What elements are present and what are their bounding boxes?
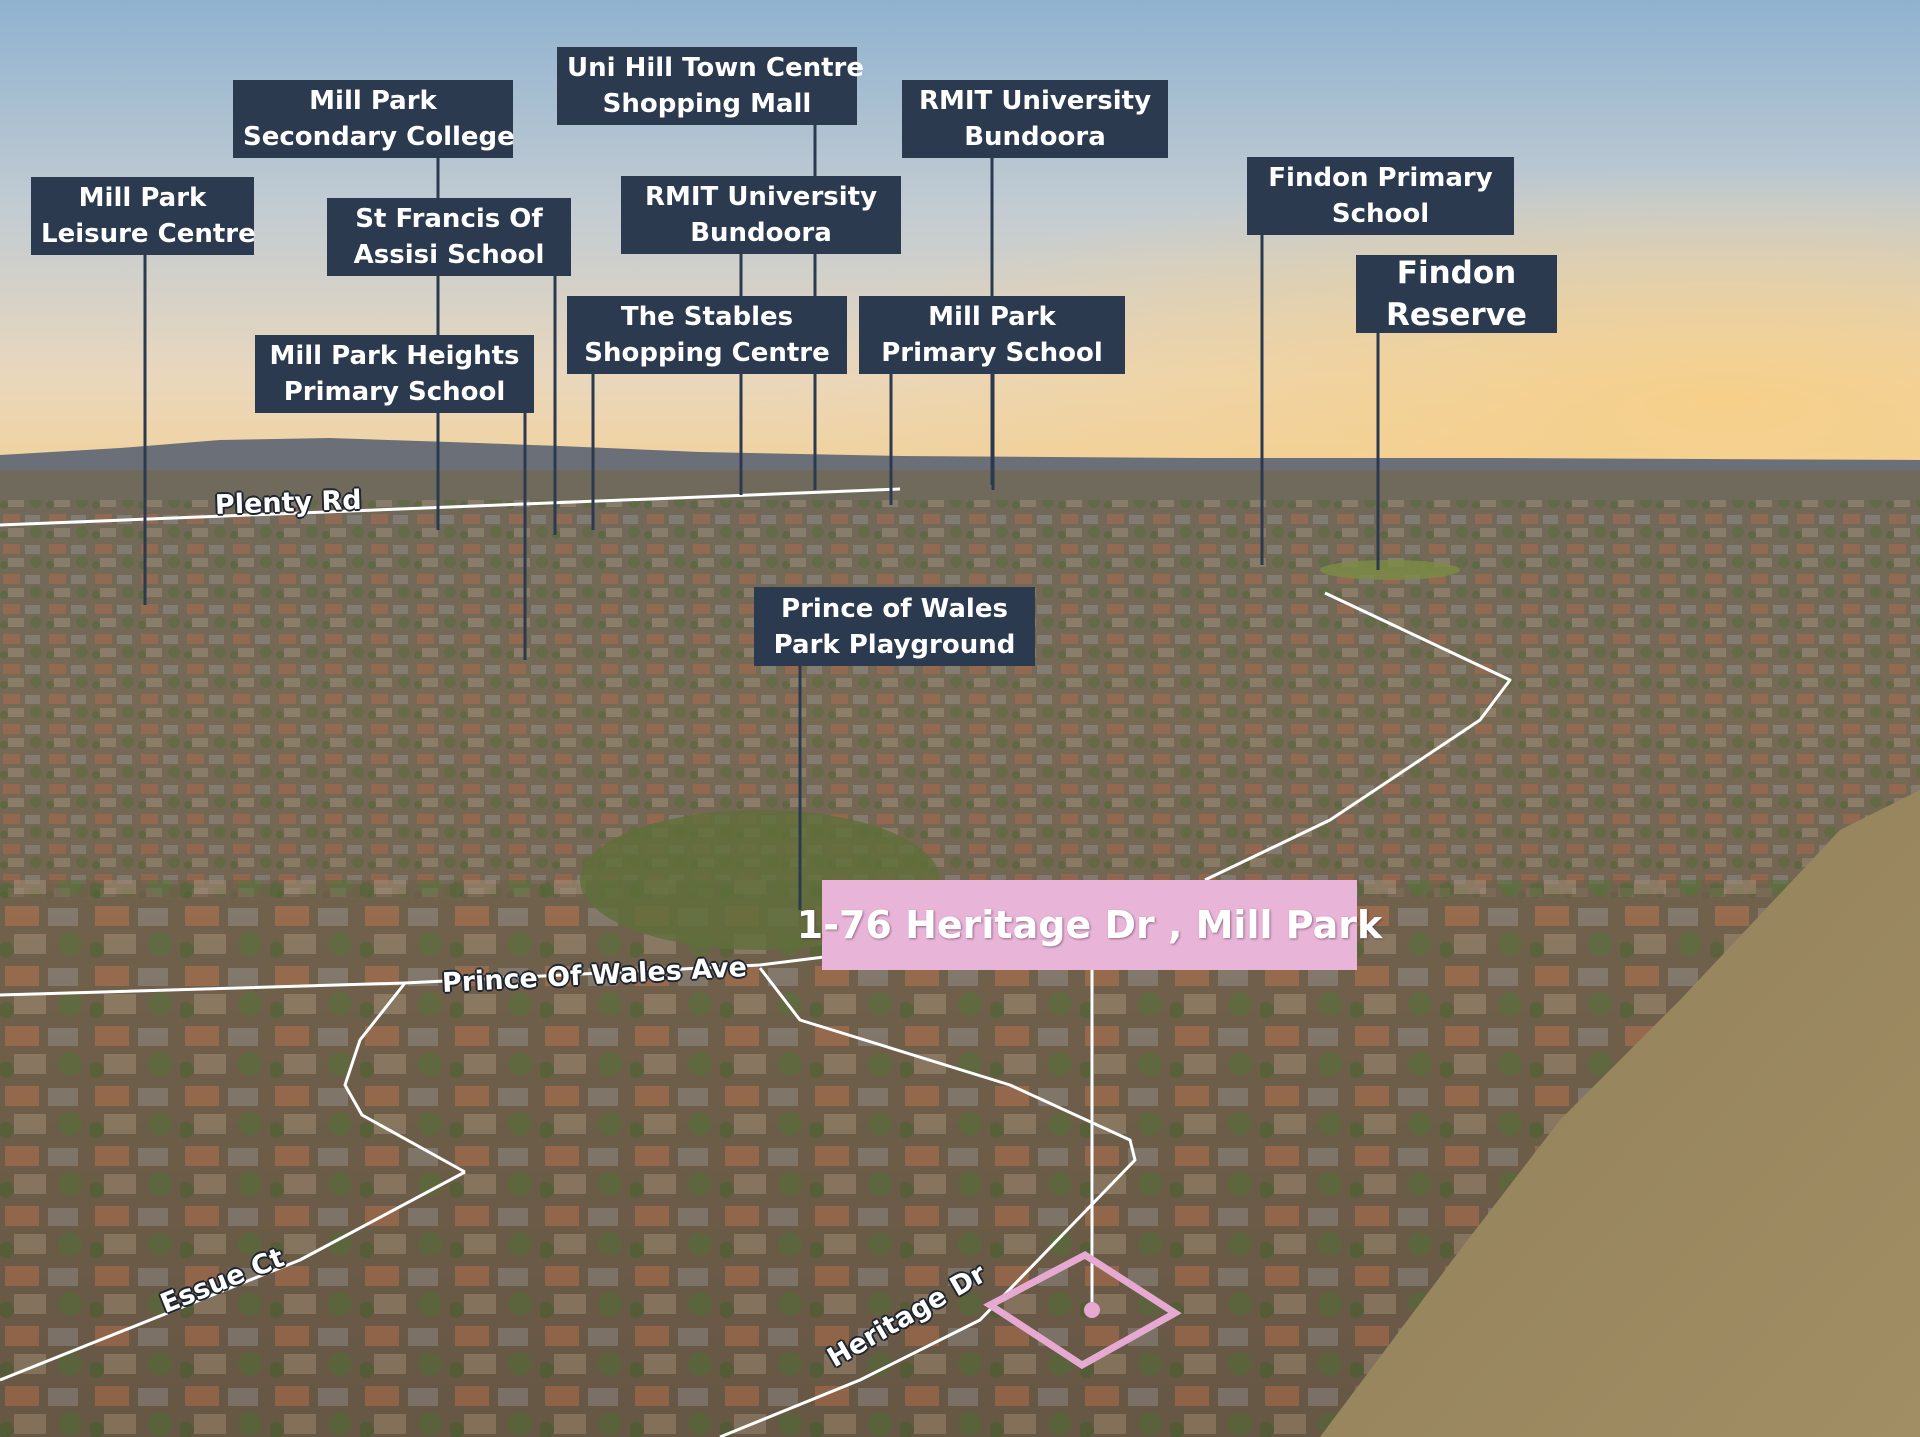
- label-the-stables-shopping-centre: The Stables Shopping Centre: [567, 296, 847, 374]
- label-st-francis-of-assisi-school: St Francis Of Assisi School: [327, 198, 571, 276]
- label-prince-of-wales-park-playground: Prince of Wales Park Playground: [754, 587, 1035, 666]
- label-mill-park-heights-primary-school: Mill Park Heights Primary School: [255, 335, 534, 413]
- label-mill-park-leisure-centre: Mill Park Leisure Centre: [31, 177, 256, 255]
- road-lines: [0, 487, 1512, 1437]
- road-label-plenty-rd: Plenty Rd: [214, 484, 363, 521]
- prince-of-wales-ave-line: [0, 953, 841, 997]
- label-rmit-university-bundoora-1: RMIT University Bundoora: [621, 176, 901, 254]
- label-uni-hill-town-centre: Uni Hill Town Centre Shopping Mall: [557, 47, 864, 125]
- crescent-line: [343, 982, 466, 1174]
- label-mill-park-secondary-college: Mill Park Secondary College: [233, 80, 515, 158]
- label-findon-primary-school: Findon Primary School: [1247, 157, 1514, 235]
- label-rmit-university-bundoora-2: RMIT University Bundoora: [902, 80, 1168, 158]
- plenty-rd-line: [0, 487, 901, 527]
- heritage-dr-line: [719, 967, 1137, 1437]
- label-mill-park-primary-school: Mill Park Primary School: [859, 296, 1125, 374]
- property-marker: [1084, 1302, 1100, 1318]
- issue-ct-line: [0, 1170, 466, 1382]
- property-outline: [983, 1250, 1182, 1370]
- label-findon-reserve: Findon Reserve: [1356, 255, 1557, 333]
- address-label: 1-76 Heritage Dr , Mill Park: [797, 880, 1382, 970]
- north-road-line: [1204, 591, 1512, 882]
- leader-lines: [143, 125, 1380, 910]
